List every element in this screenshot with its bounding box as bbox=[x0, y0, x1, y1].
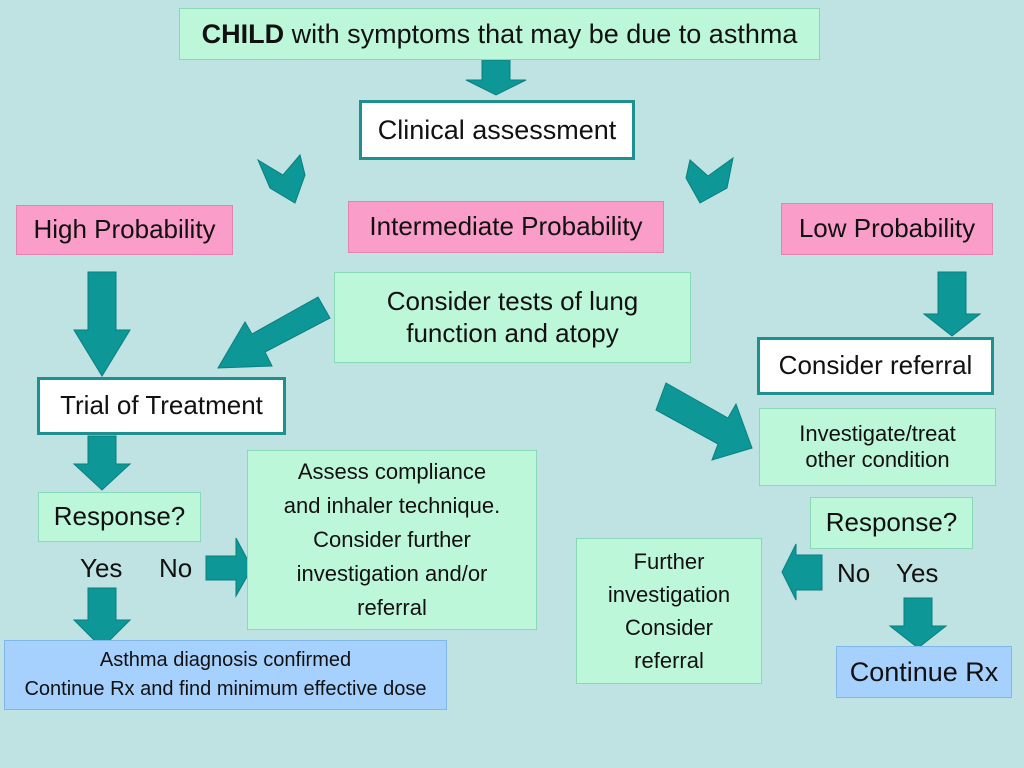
assess-line-3: Consider further bbox=[313, 526, 471, 552]
asthma-confirmed-line-2: Continue Rx and find minimum effective d… bbox=[24, 678, 427, 700]
asthma-confirmed-line-1: Asthma diagnosis confirmed bbox=[99, 649, 352, 671]
consider-tests-line-1: Consider tests of lung bbox=[386, 286, 639, 317]
response-left-box: Response? bbox=[38, 492, 201, 542]
trial-of-treatment-box: Trial of Treatment bbox=[37, 377, 286, 435]
trial-of-treatment-text: Trial of Treatment bbox=[60, 390, 263, 421]
further-line-1: Further bbox=[633, 549, 705, 574]
start-bold-text: CHILD bbox=[201, 18, 285, 49]
arrow-yes-to-confirmed bbox=[72, 587, 132, 649]
clinical-assessment-box: Clinical assessment bbox=[359, 100, 635, 160]
high-probability-box: High Probability bbox=[16, 205, 233, 255]
further-line-2: investigation bbox=[607, 582, 731, 607]
continue-rx-box: Continue Rx bbox=[836, 646, 1012, 698]
arrow-trial-to-response bbox=[72, 435, 132, 491]
start-text: with symptoms that may be due to asthma bbox=[284, 18, 798, 49]
clinical-assessment-text: Clinical assessment bbox=[377, 114, 617, 145]
start-box: CHILD with symptoms that may be due to a… bbox=[179, 8, 820, 60]
arrow-start-to-assessment bbox=[465, 59, 527, 96]
arrow-low-to-referral bbox=[922, 271, 982, 337]
left-no-label: No bbox=[159, 553, 193, 583]
investigate-treat-line-2: other condition bbox=[805, 447, 950, 472]
consider-tests-line-2: function and atopy bbox=[406, 317, 619, 348]
arrow-assessment-to-low bbox=[685, 156, 734, 204]
low-probability-box: Low Probability bbox=[781, 203, 993, 255]
response-right-box: Response? bbox=[810, 497, 973, 549]
arrow-no-to-assess bbox=[205, 537, 253, 598]
intermediate-probability-text: Intermediate Probability bbox=[369, 211, 643, 242]
arrow-assessment-to-high bbox=[256, 153, 306, 204]
response-left-text: Response? bbox=[53, 501, 186, 532]
further-line-4: referral bbox=[634, 648, 704, 673]
assess-line-4: investigation and/or bbox=[296, 561, 488, 587]
further-line-3: Consider bbox=[624, 615, 714, 640]
arrow-yes-to-continue bbox=[888, 597, 948, 649]
intermediate-probability-box: Intermediate Probability bbox=[348, 201, 664, 253]
assess-line-2: and inhaler technique. bbox=[283, 492, 501, 518]
arrow-high-to-trial bbox=[73, 271, 131, 377]
consider-referral-box: Consider referral bbox=[757, 337, 994, 395]
investigate-treat-box: Investigate/treat other condition bbox=[759, 408, 996, 486]
high-probability-text: High Probability bbox=[33, 214, 216, 245]
consider-referral-text: Consider referral bbox=[778, 350, 973, 381]
left-yes-label: Yes bbox=[80, 553, 123, 583]
arrow-tests-to-investigate bbox=[655, 382, 753, 461]
continue-rx-text: Continue Rx bbox=[849, 656, 999, 687]
further-investigation-box: Further investigation Consider referral bbox=[576, 538, 762, 684]
right-no-label: No bbox=[837, 558, 871, 588]
assess-line-5: referral bbox=[357, 595, 427, 621]
response-right-text: Response? bbox=[825, 507, 958, 538]
assess-line-1: Assess compliance bbox=[297, 458, 487, 484]
investigate-treat-line-1: Investigate/treat bbox=[799, 420, 956, 446]
asthma-confirmed-box: Asthma diagnosis confirmed Continue Rx a… bbox=[4, 640, 447, 710]
consider-tests-box: Consider tests of lung function and atop… bbox=[334, 272, 691, 363]
low-probability-text: Low Probability bbox=[798, 213, 976, 244]
arrow-no-to-further bbox=[781, 543, 823, 601]
assess-compliance-box: Assess compliance and inhaler technique.… bbox=[247, 450, 537, 630]
right-yes-label: Yes bbox=[896, 558, 939, 588]
arrow-tests-to-trial bbox=[217, 296, 331, 369]
